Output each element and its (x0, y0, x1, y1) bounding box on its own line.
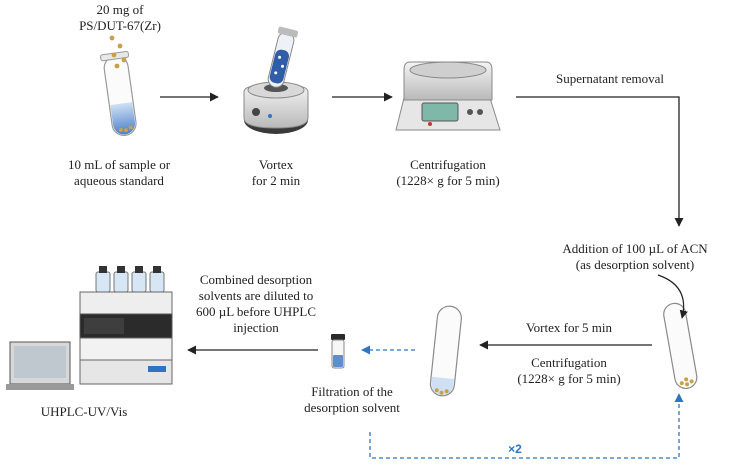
repeat-count-label: ×2 (508, 442, 522, 456)
sample-tube-icon (100, 50, 137, 137)
uhplc-label: UHPLC-UV/Vis (40, 404, 128, 419)
vortex-5-min-label: Vortex for 5 min (525, 320, 613, 335)
vortex-label: Vortex for 2 min (251, 157, 301, 188)
reagent-label: 20 mg of PS/DUT-67(Zr) (79, 2, 161, 33)
vial-icon (331, 334, 345, 369)
acn-addition-label: Addition of 100 µL of ACN (as desorption… (562, 241, 708, 272)
filtration-label: Filtration of the desorption solvent (304, 384, 400, 415)
uhplc-instrument-icon (6, 266, 173, 390)
vortex-mixer-icon (243, 26, 309, 134)
acn-addition-arrow (657, 274, 688, 319)
falling-particles-icon (109, 35, 127, 69)
combined-desorption-label: Combined desorption solvents are diluted… (195, 272, 316, 335)
desorption-tube-icon (429, 305, 462, 397)
repeat-loop-arrow (369, 393, 684, 459)
centrifuge-icon (395, 61, 501, 131)
centrifugation-label: Centrifugation (1228× g for 5 min) (396, 157, 500, 188)
sample-label: 10 mL of sample or aqueous standard (67, 157, 171, 188)
arrow-supernatant-removal (516, 96, 684, 227)
acn-tube-icon (663, 302, 698, 390)
centrifugation-2-label: Centrifugation (1228× g for 5 min) (517, 355, 621, 386)
supernatant-removal-label: Supernatant removal (556, 71, 664, 86)
